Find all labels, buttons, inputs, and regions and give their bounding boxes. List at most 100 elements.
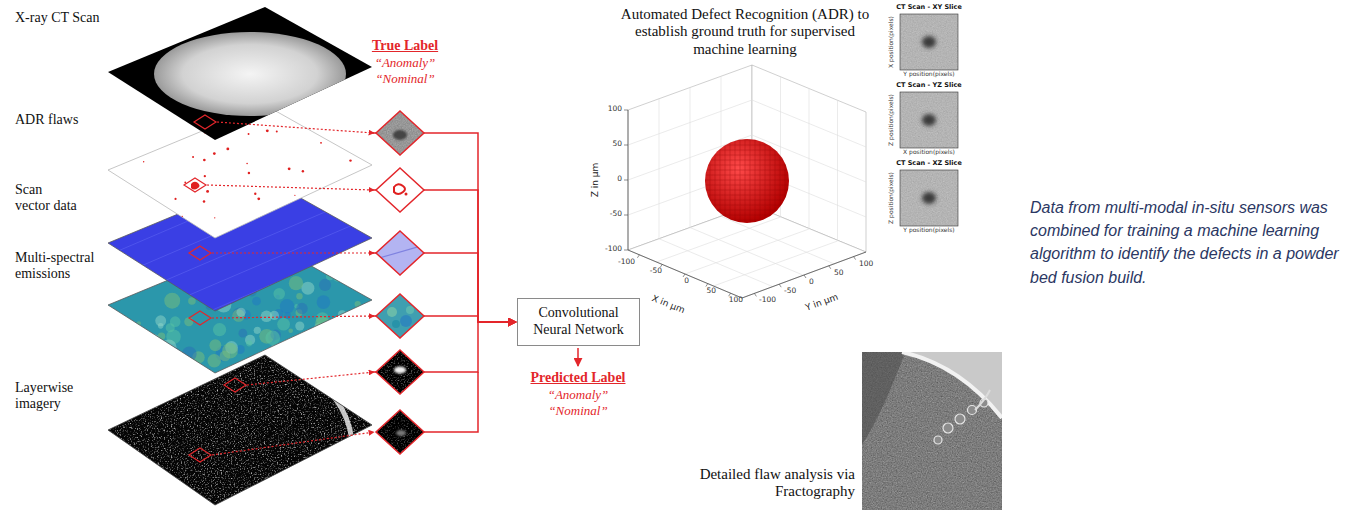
flaw-dot [180,218,182,220]
layer-label: Multi-spectral emissions [15,250,100,282]
ct-slice-image [900,170,958,226]
emission-spot [342,260,349,267]
ct-slice-image [900,92,958,148]
emission-spot [270,311,279,320]
emission-spot [129,355,143,369]
defect-sphere-voxels [705,139,789,223]
emission-spot [330,339,343,352]
tick-label: 100 [859,260,873,268]
emission-spot [277,318,290,331]
tick-label: 50 [706,287,716,295]
flaw-dot [254,193,256,195]
flaw-dot [342,120,344,122]
merge-line [424,372,478,432]
emission-spot [136,278,149,291]
axis-title: Y position(pixels) [903,71,954,78]
label-patch [376,410,424,454]
emission-spot [155,315,166,326]
label-patch [387,307,397,317]
output-arrow [577,348,579,366]
emission-spot [116,338,124,346]
label-patch [376,294,424,338]
emission-spot [213,323,226,336]
label-patch [376,168,424,212]
emission-spot [345,337,358,350]
powder-texture [108,355,372,505]
tick-label: -100 [759,296,776,304]
fractography-image [975,390,990,410]
class-label: “Nominal” [375,72,434,87]
layer-plane [108,355,372,505]
flaw-dot [204,175,206,177]
emission-spot [356,365,361,370]
emission-spot [296,303,307,314]
flaw-dot [345,193,347,195]
emission-spot [312,349,317,354]
fractography-image [902,352,1002,418]
flaw-dot [203,159,206,162]
label-patch [376,111,424,155]
emission-spot [265,363,271,369]
emission-spot [355,330,361,336]
ct-slice-image [922,36,936,48]
ct-part-disc [154,32,346,116]
fractography-image [943,423,953,433]
flaw-dot [320,142,322,144]
emission-spot [167,347,181,361]
emission-spot [356,329,367,340]
sensor-layer: Layerwise imagery [108,355,372,505]
ct-slice-image [900,14,958,70]
label-patch [376,350,424,394]
emission-spot [355,337,364,346]
fractography-image [862,352,905,445]
emission-spot [252,297,261,306]
label-patch [376,410,424,454]
label-patch [376,294,424,338]
emission-spot [290,339,298,347]
flaw-dot [127,143,128,144]
flaw-dot [266,129,269,132]
flaw-dot [248,172,250,174]
tick-label: 0 [809,278,814,286]
emission-spot [147,334,160,347]
emission-spot [170,316,181,327]
emission-spot [236,308,245,317]
label-patch [376,350,424,394]
emission-spot [295,321,304,330]
fractography-image [955,414,965,424]
flaw-dot [248,133,250,135]
label-patch [376,231,424,275]
sensor-layer: X-ray CT Scan [108,7,372,140]
emission-spot [239,329,248,338]
emission-spot [120,276,124,280]
layer-label-holder: X-ray CT Scan [15,10,135,26]
label-patch [400,315,412,327]
emission-spot [345,351,351,357]
layer-label-holder: Scan vector data [15,182,79,214]
emission-spot [108,349,120,361]
label-patch [376,231,424,275]
layer-outline [108,7,372,140]
flaw-dot [124,220,126,222]
layer-plane [108,355,372,505]
emission-spot [352,312,360,320]
fractography-image [902,352,1002,418]
leader-line [212,252,374,253]
label-patch [393,130,407,140]
emission-spot [317,325,328,336]
emission-spot [141,337,149,345]
class-label: “Anomaly” [375,56,436,71]
flaw-dot [214,217,215,218]
flaw-dot [125,185,127,187]
emission-spot [357,279,361,283]
emission-spot [333,347,349,363]
box-label: Convolutional Neural Network [524,305,633,339]
emission-spot [334,364,341,371]
emission-spot [363,285,368,290]
emission-spot [143,358,153,368]
flaw-dot [226,147,229,150]
flaw-dot [206,190,209,193]
tick-label: -50 [784,287,796,295]
label-patch [376,111,424,155]
emission-spot [265,331,280,346]
